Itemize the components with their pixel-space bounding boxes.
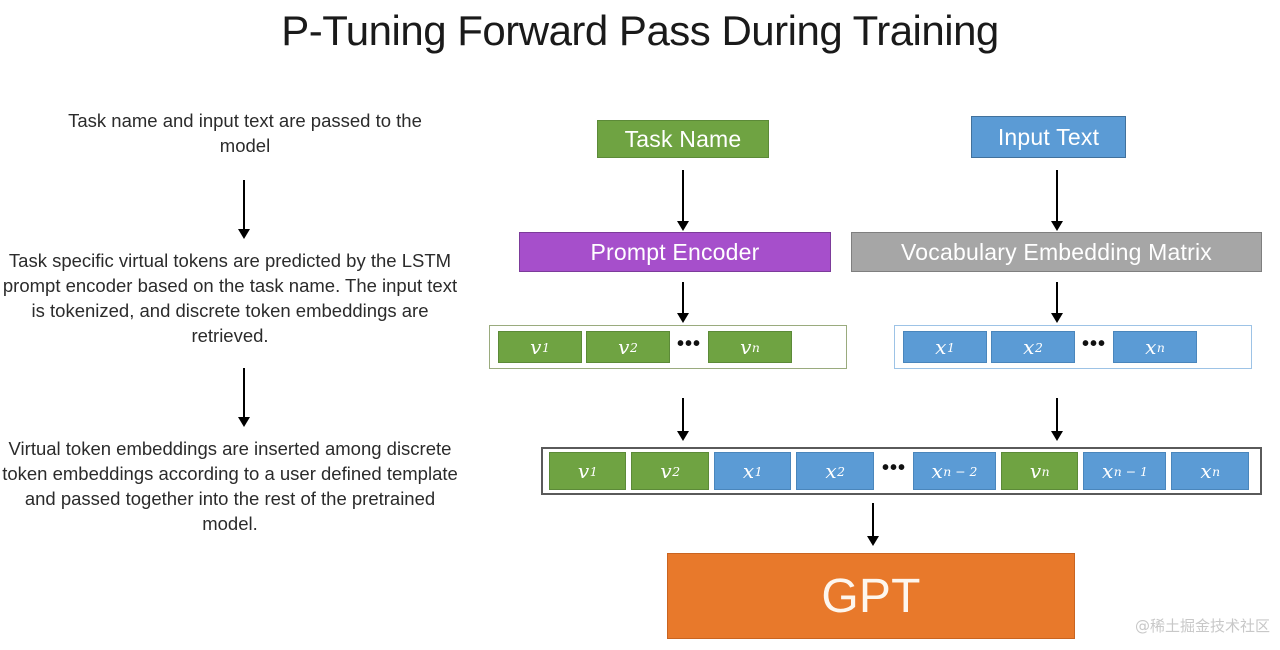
- note-step-1: Task name and input text are passed to t…: [68, 110, 422, 156]
- token-ellipsis: •••: [881, 456, 906, 479]
- watermark: @稀土掘金技术社区: [1134, 617, 1270, 635]
- box-input-text[interactable]: Input Text: [971, 116, 1126, 158]
- arrow-task-name-to-prompt-encoder: [677, 170, 689, 231]
- arrow-note2-to-note3: [238, 368, 250, 427]
- token-ellipsis: •••: [1082, 332, 1107, 355]
- box-task-name[interactable]: Task Name: [597, 120, 769, 158]
- note-step-3: Virtual token embeddings are inserted am…: [2, 438, 458, 534]
- token-ellipsis: •••: [677, 332, 702, 355]
- arrow-prompt-encoder-to-virtual-tokens: [677, 282, 689, 323]
- box-vocabulary-embedding-matrix[interactable]: Vocabulary Embedding Matrix: [851, 232, 1262, 272]
- box-gpt[interactable]: GPT: [667, 553, 1075, 639]
- box-prompt-encoder[interactable]: Prompt Encoder: [519, 232, 831, 272]
- note-step-2: Task specific virtual tokens are predict…: [2, 250, 458, 346]
- arrow-discrete-tokens-to-combined: [1051, 398, 1063, 441]
- arrow-virtual-tokens-to-combined: [677, 398, 689, 441]
- page-title: P-Tuning Forward Pass During Training: [281, 7, 999, 54]
- arrow-note1-to-note2: [238, 180, 250, 239]
- arrow-combined-to-gpt: [867, 503, 879, 546]
- arrow-vocab-matrix-to-discrete-tokens: [1051, 282, 1063, 323]
- arrow-input-text-to-vocab-matrix: [1051, 170, 1063, 231]
